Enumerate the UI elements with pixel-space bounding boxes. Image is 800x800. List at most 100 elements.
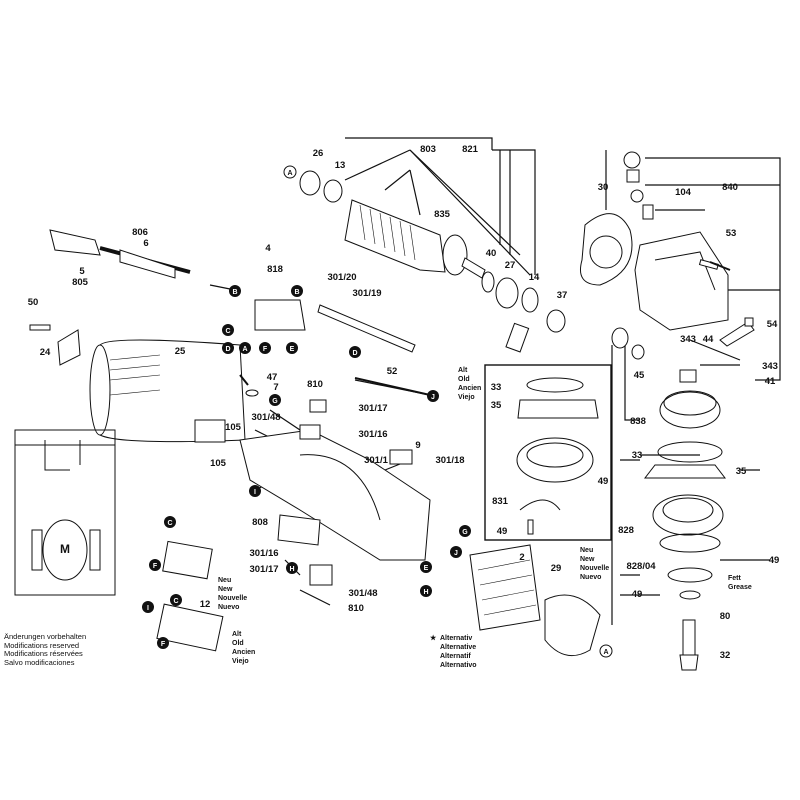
label-32: 32	[720, 650, 731, 661]
note-line: Modifications réservées	[4, 649, 83, 659]
label-828-04: 828/04	[626, 561, 656, 572]
label-301-18: 301/18	[435, 455, 464, 466]
modification-notes: Änderungen vorbehalten Modifications res…	[4, 632, 86, 667]
label-301-20: 301/20	[327, 272, 356, 283]
parts	[29, 151, 755, 671]
svg-text:B: B	[294, 289, 299, 296]
motor-symbol: M	[60, 542, 70, 556]
label-104: 104	[675, 187, 692, 198]
marker-i1: I	[249, 485, 261, 497]
label-37: 37	[557, 290, 568, 301]
label-45: 45	[634, 370, 645, 381]
label-35b: 35	[736, 466, 747, 477]
label-301-17: 301/17	[358, 403, 387, 414]
label-13: 13	[335, 160, 346, 171]
svg-text:Old: Old	[458, 376, 470, 383]
label-808: 808	[252, 517, 268, 528]
label-301-19: 301/19	[352, 288, 381, 299]
label-6: 6	[143, 238, 148, 249]
svg-text:A: A	[242, 346, 247, 353]
felt-grease-note: Fett Grease	[728, 575, 752, 591]
circle-markers: A B B C D A F E D J G I C F I C F G J E …	[142, 165, 613, 658]
svg-text:New: New	[218, 586, 233, 593]
version-old-block-brush: Alt Old Ancien Viejo	[232, 631, 255, 665]
svg-text:Alternative: Alternative	[440, 644, 476, 651]
marker-g1: G	[269, 394, 281, 406]
note-line: Modifications reserved	[4, 640, 80, 650]
marker-f3: F	[157, 637, 169, 649]
label-30: 30	[598, 182, 609, 193]
label-41: 41	[765, 376, 776, 387]
svg-text:I: I	[147, 605, 149, 612]
marker-c2: C	[164, 516, 176, 528]
marker-c1: C	[222, 324, 234, 336]
svg-text:F: F	[153, 563, 158, 570]
label-14: 14	[529, 272, 540, 283]
label-24: 24	[40, 347, 51, 358]
label-33a: 33	[491, 382, 502, 393]
svg-text:G: G	[462, 529, 468, 536]
label-12: 12	[200, 599, 211, 610]
svg-text:J: J	[454, 550, 458, 557]
label-803: 803	[420, 144, 436, 155]
label-821: 821	[462, 144, 479, 155]
svg-text:Grease: Grease	[728, 584, 752, 591]
label-343b: 343	[762, 361, 778, 372]
wiring-schematic	[14, 429, 116, 596]
label-49d: 49	[632, 589, 643, 600]
note-line: Salvo modificaciones	[4, 657, 75, 667]
label-105b: 105	[210, 458, 227, 469]
svg-text:A: A	[287, 170, 292, 177]
marker-j2: J	[450, 546, 462, 558]
svg-text:C: C	[173, 598, 178, 605]
svg-text:Nouvelle: Nouvelle	[218, 595, 247, 602]
label-301-17b: 301/17	[249, 564, 278, 575]
label-52: 52	[387, 366, 398, 377]
svg-text:G: G	[272, 398, 278, 405]
svg-text:Alt: Alt	[232, 631, 242, 638]
svg-text:Viejo: Viejo	[458, 394, 475, 401]
label-47: 47	[267, 372, 278, 383]
svg-text:H: H	[423, 589, 428, 596]
part-labels: 26 13 803 821 840 104 30 806 6 5 805 4 8…	[28, 144, 780, 661]
svg-text:Alt: Alt	[458, 367, 468, 374]
alternative-block: ★ Alternativ Alternative Alternatif Alte…	[430, 634, 477, 669]
label-49a: 49	[598, 476, 609, 487]
label-49b: 49	[497, 526, 508, 537]
marker-a1: A	[239, 342, 251, 354]
label-25: 25	[175, 346, 186, 357]
marker-g2: G	[459, 525, 471, 537]
marker-b2: B	[291, 285, 303, 297]
svg-text:Fett: Fett	[728, 575, 742, 582]
svg-text:New: New	[580, 556, 595, 563]
marker-h2: H	[286, 562, 298, 574]
svg-text:H: H	[289, 566, 294, 573]
svg-text:Neu: Neu	[218, 577, 231, 584]
marker-d1: D	[222, 342, 234, 354]
svg-text:B: B	[232, 289, 237, 296]
label-806: 806	[132, 227, 148, 238]
marker-c3: C	[170, 594, 182, 606]
svg-text:D: D	[352, 350, 357, 357]
svg-text:Old: Old	[232, 640, 244, 647]
armature	[299, 170, 486, 279]
marker-j1: J	[427, 390, 439, 402]
marker-d2: D	[349, 346, 361, 358]
marker-f2: F	[149, 559, 161, 571]
marker-e1: E	[286, 342, 298, 354]
svg-text:E: E	[424, 565, 429, 572]
label-9: 9	[415, 440, 420, 451]
marker-a-top: A	[283, 165, 297, 179]
svg-text:J: J	[431, 394, 435, 401]
marker-e2: E	[420, 561, 432, 573]
label-53: 53	[726, 228, 737, 239]
svg-text:Nouvelle: Nouvelle	[580, 565, 609, 572]
version-old-block-box: Alt Old Ancien Viejo	[458, 367, 481, 401]
version-new-block-right: Neu New Nouvelle Nuevo	[580, 547, 609, 581]
label-33b: 33	[632, 450, 643, 461]
svg-text:E: E	[290, 346, 295, 353]
label-838: 838	[630, 416, 646, 427]
label-49c: 49	[769, 555, 780, 566]
label-54: 54	[767, 319, 778, 330]
